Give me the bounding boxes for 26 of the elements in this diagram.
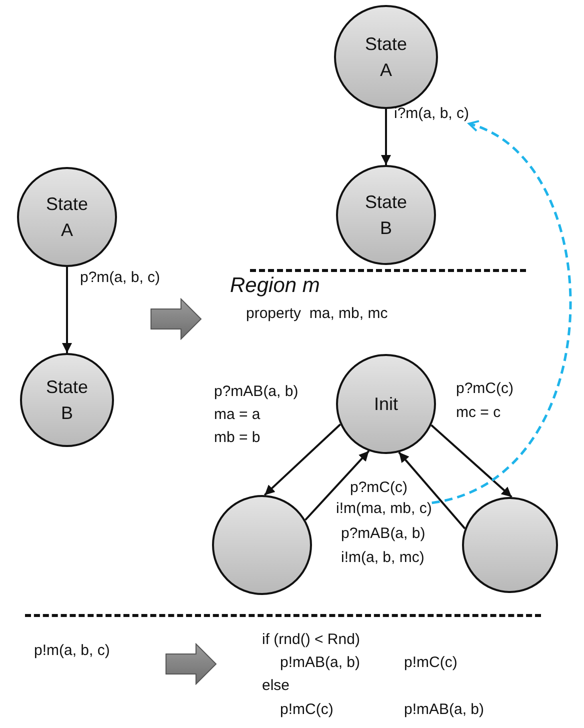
transition-arrow — [398, 452, 466, 530]
code-line: if (rnd() < Rnd) — [262, 630, 360, 650]
message-text: p!m(a, b, c) — [34, 641, 110, 661]
code-line: p!mAB(a, b) — [280, 653, 360, 673]
transition-arrow — [381, 109, 391, 165]
transition-arrow — [304, 450, 370, 521]
action-text: ma = a — [214, 405, 260, 425]
code-line: p!mAB(a, b) — [404, 700, 484, 720]
edge-label: p?mC(c) — [350, 478, 408, 498]
transition-text: i!m(ma, mb, c) — [336, 499, 432, 519]
region-title: Region m — [230, 276, 320, 296]
action-text: i!m(a, b, mc) — [341, 548, 424, 568]
code-line: p!mC(c) — [404, 653, 458, 673]
transition-arrow — [430, 424, 512, 498]
action-text: mb = b — [214, 428, 260, 448]
code-line: else — [262, 676, 290, 696]
edge-label: p?mC(c) — [456, 379, 514, 399]
transition-arrow — [264, 424, 341, 496]
edge-label: p?m(a, b, c) — [80, 268, 160, 288]
action-text: mc = c — [456, 403, 501, 423]
edge-label: p?mAB(a, b) — [341, 524, 426, 544]
code-line: p!mC(c) — [280, 700, 334, 720]
edge-label: p?mAB(a, b) — [214, 382, 298, 402]
property-text: property ma, mb, mc — [246, 304, 388, 324]
transition-arrow — [62, 267, 72, 353]
dashed-arrow — [432, 122, 572, 504]
